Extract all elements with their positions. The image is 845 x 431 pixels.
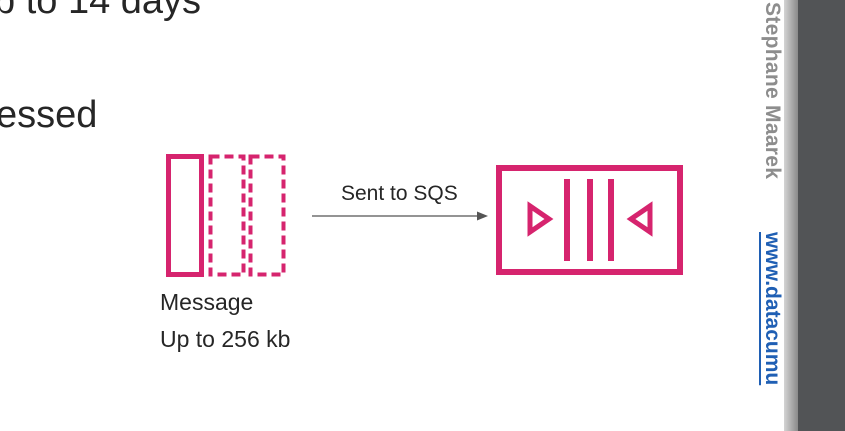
message-dashed-frame-2 <box>248 154 286 277</box>
message-solid-frame <box>166 154 204 277</box>
viewer-side-panel <box>798 0 845 431</box>
arrow-head <box>477 211 488 221</box>
arrow-right-icon <box>312 211 488 221</box>
watermark-site-link[interactable]: www.datacumu <box>761 232 784 386</box>
message-icon <box>166 154 286 277</box>
queue-frame <box>496 165 683 275</box>
watermark-author: Stephane Maarek <box>761 2 784 180</box>
sqs-queue-icon <box>496 165 683 275</box>
bullet-text-retention: p to 14 days <box>0 0 202 22</box>
queue-left-triangle <box>527 201 554 237</box>
queue-right-triangle <box>626 201 653 237</box>
message-label: Message <box>160 289 254 315</box>
bullet-text-processed: essed <box>0 94 98 136</box>
message-dashed-frame-1 <box>208 154 246 277</box>
page-shadow-edge <box>784 0 798 431</box>
message-size-label: Up to 256 kb <box>160 326 291 352</box>
arrow-label: Sent to SQS <box>341 182 458 205</box>
watermark-band <box>758 0 784 431</box>
